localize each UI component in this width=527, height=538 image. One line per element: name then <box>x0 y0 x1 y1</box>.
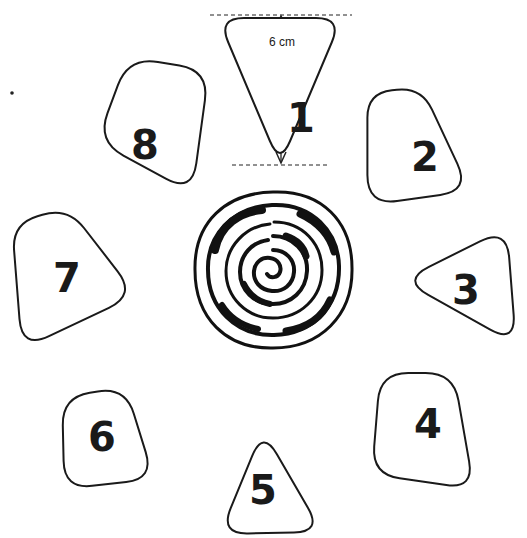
petal-shape: 2 <box>360 85 472 207</box>
petal-number: 5 <box>249 470 277 510</box>
petal-number: 8 <box>131 125 159 165</box>
stray-dot <box>10 91 14 95</box>
petal-shape: 8 <box>95 55 211 195</box>
petal-number: 3 <box>452 270 480 310</box>
petal-shape: 3 <box>400 226 518 346</box>
petal-outline-path <box>63 391 148 486</box>
petal-shape: 4 <box>370 365 476 491</box>
rose-drawing <box>195 192 352 348</box>
petal-number: 1 <box>287 98 315 138</box>
petal-number: 2 <box>411 137 439 177</box>
dimension-label: 6 cm <box>268 35 296 49</box>
petal-shape: 7 <box>10 205 138 351</box>
petal-number: 7 <box>53 258 81 298</box>
petal-shape: 5 <box>218 428 324 536</box>
petal-number: 4 <box>414 404 442 444</box>
petal-outline-path <box>228 443 313 534</box>
petal-shape: 6 <box>50 385 156 491</box>
dimension-marks <box>210 15 352 165</box>
petal-outline-path <box>374 373 470 485</box>
petal-outline-path <box>105 61 206 183</box>
petal-outline-path <box>14 213 125 340</box>
petal-outline-path <box>225 18 334 153</box>
petal-outline-path <box>367 89 461 201</box>
petal-outline-path <box>415 237 514 334</box>
petal-number: 6 <box>88 417 116 457</box>
